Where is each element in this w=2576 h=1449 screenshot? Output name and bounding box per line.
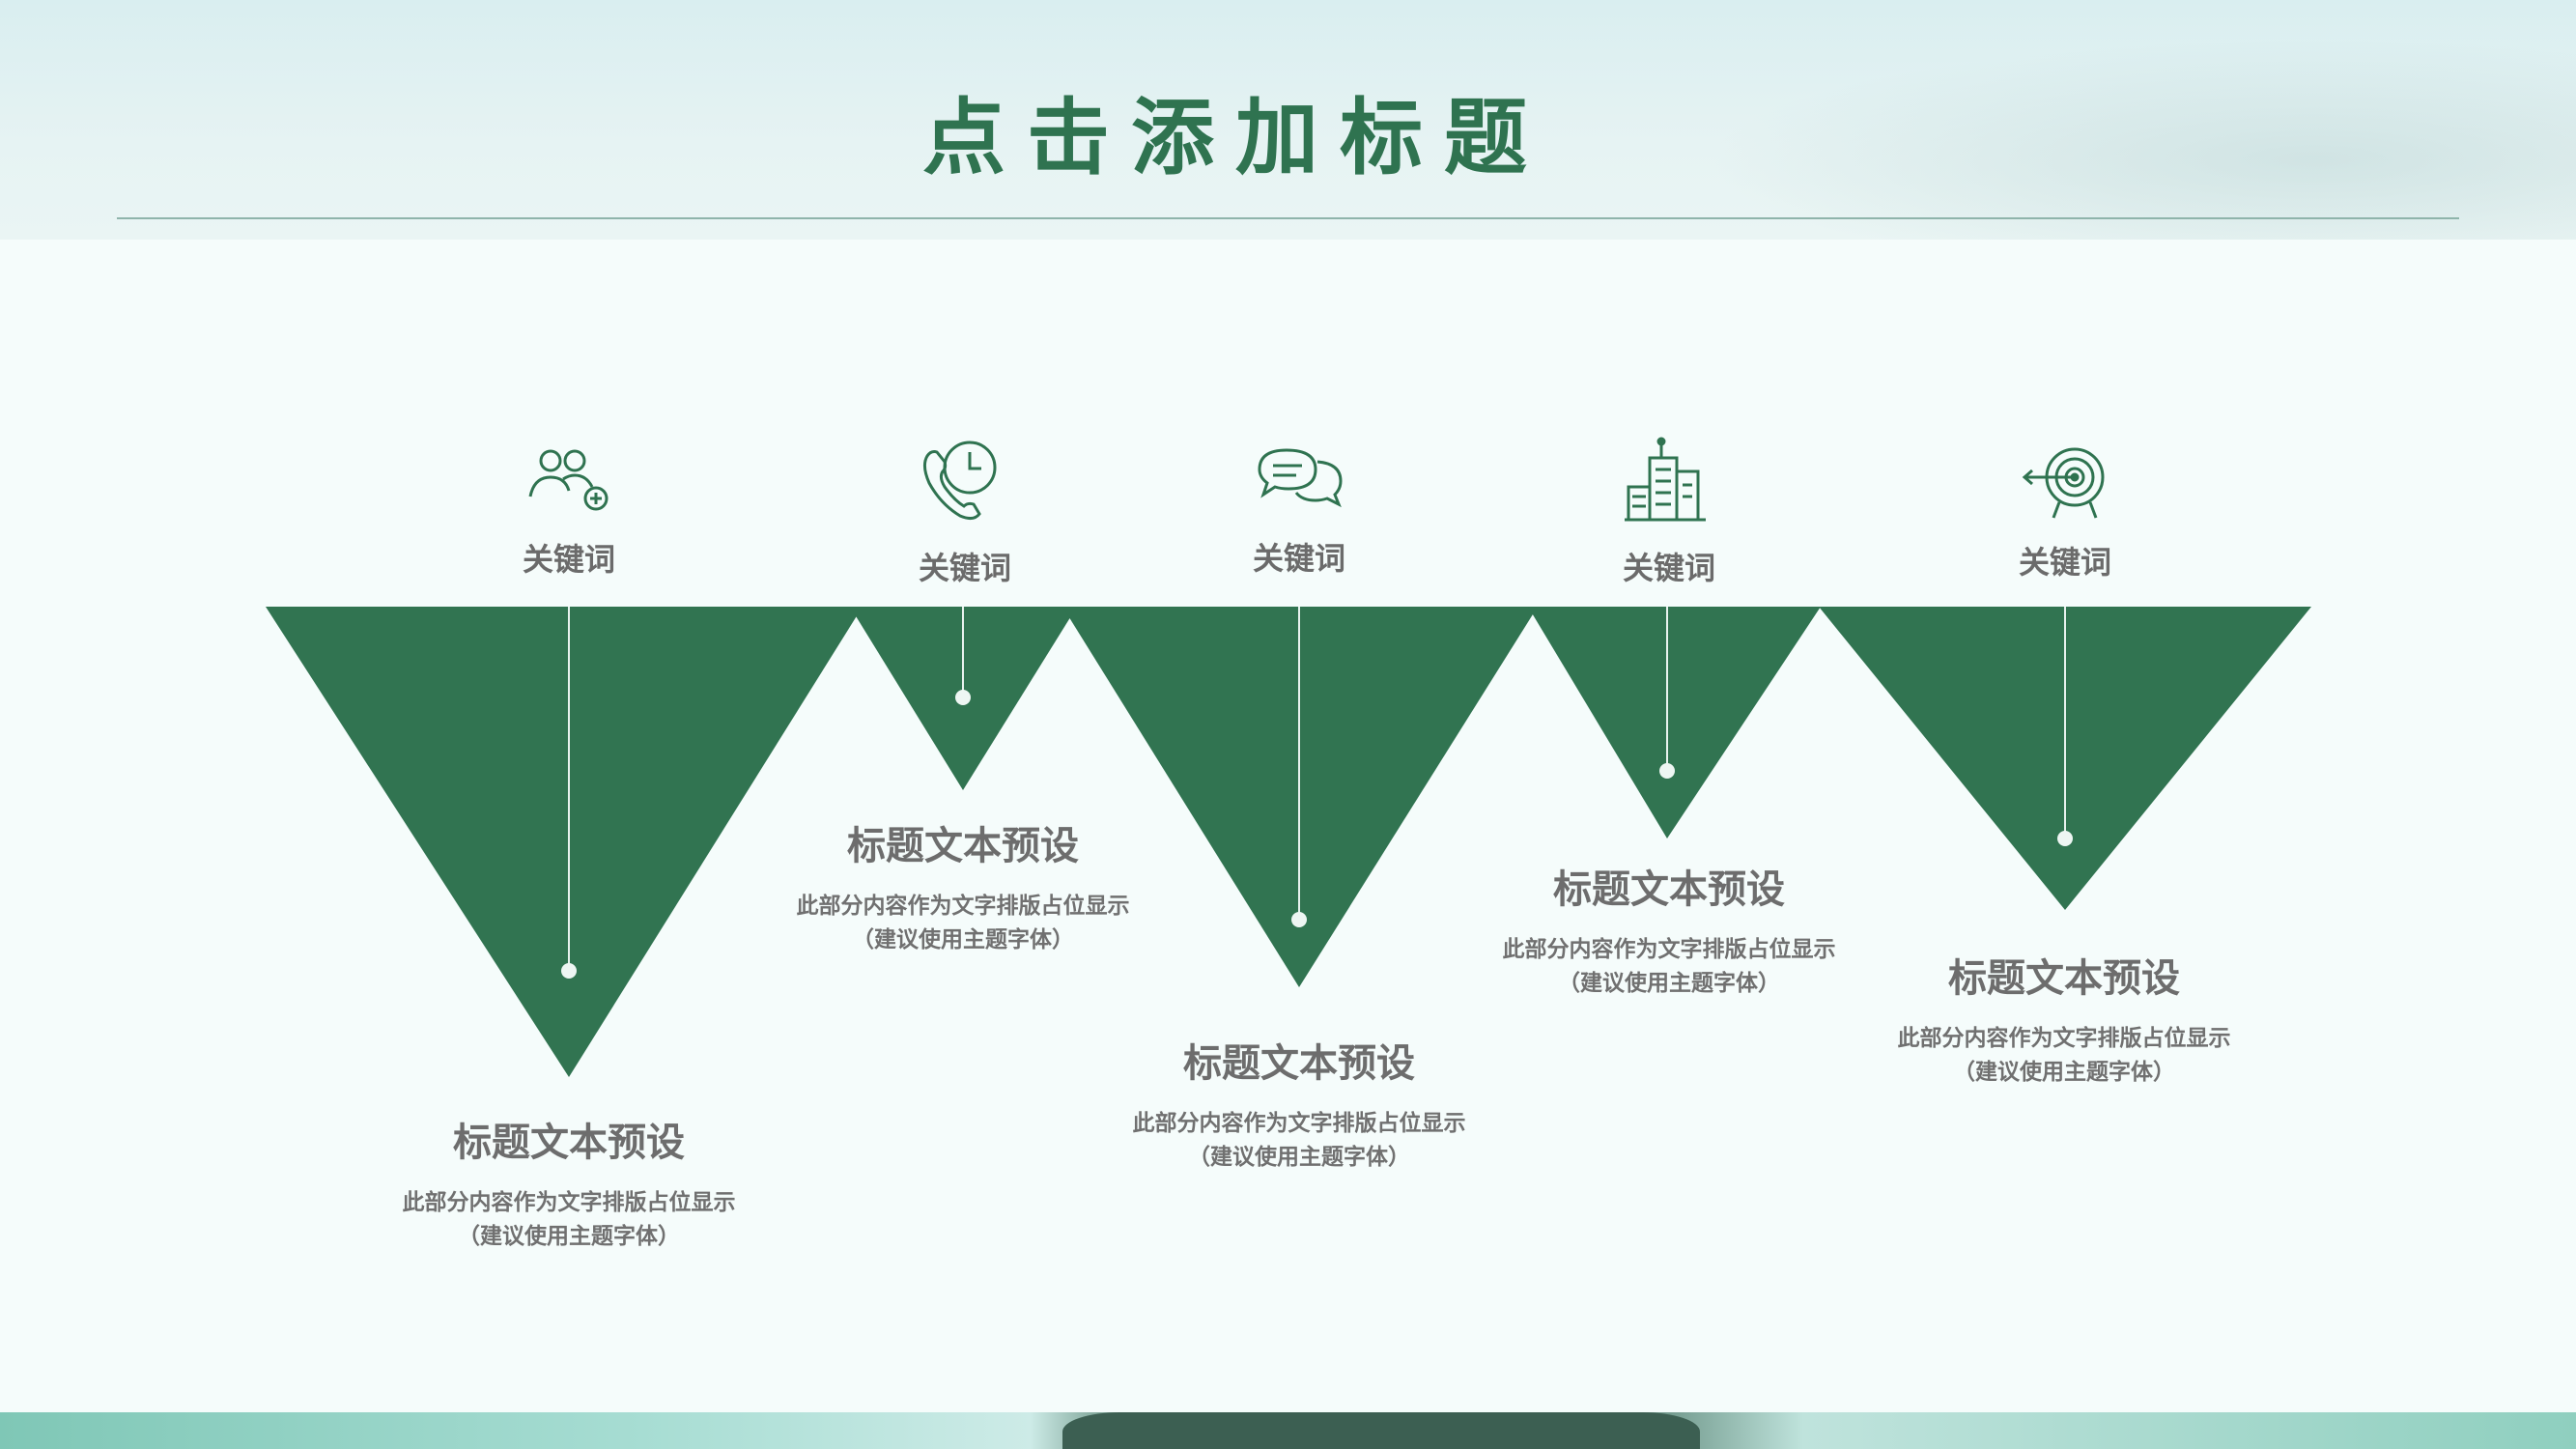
connector-dot-3 <box>1291 912 1307 927</box>
building-icon <box>1625 437 1706 522</box>
block-note-4[interactable]: （建议使用主题字体） <box>1558 971 1780 996</box>
connector-dot-1 <box>561 963 577 979</box>
triangle-4 <box>1528 607 1821 838</box>
text-block-4: 标题文本预设 此部分内容作为文字排版占位显示 （建议使用主题字体） <box>1466 858 1872 1001</box>
block-note-2[interactable]: （建议使用主题字体） <box>852 927 1074 952</box>
footer-rooftop <box>1062 1412 1700 1449</box>
text-block-5: 标题文本预设 此部分内容作为文字排版占位显示 （建议使用主题字体） <box>1861 947 2267 1090</box>
block-desc-2[interactable]: 此部分内容作为文字排版占位显示 <box>796 894 1130 919</box>
title-divider <box>117 217 2459 219</box>
add-user-icon <box>528 449 609 511</box>
keyword-label-4[interactable]: 关键词 <box>1622 550 1715 586</box>
target-icon <box>2022 447 2105 519</box>
triangle-1 <box>266 607 863 1077</box>
text-block-1: 标题文本预设 此部分内容作为文字排版占位显示 （建议使用主题字体） <box>366 1111 772 1254</box>
block-desc-3[interactable]: 此部分内容作为文字排版占位显示 <box>1132 1111 1466 1136</box>
header-mist <box>1707 39 2576 240</box>
phone-clock-icon <box>922 440 997 521</box>
block-note-3[interactable]: （建议使用主题字体） <box>1188 1145 1410 1170</box>
block-heading-1[interactable]: 标题文本预设 <box>453 1121 685 1165</box>
keyword-label-2[interactable]: 关键词 <box>918 550 1011 586</box>
connector-dot-2 <box>955 690 971 705</box>
chat-bubbles-icon <box>1258 448 1343 508</box>
keyword-label-5[interactable]: 关键词 <box>2018 544 2111 581</box>
block-desc-1[interactable]: 此部分内容作为文字排版占位显示 <box>402 1190 736 1215</box>
block-heading-4[interactable]: 标题文本预设 <box>1553 867 1785 912</box>
block-desc-4[interactable]: 此部分内容作为文字排版占位显示 <box>1502 937 1836 962</box>
keyword-label-3[interactable]: 关键词 <box>1252 540 1345 577</box>
block-heading-3[interactable]: 标题文本预设 <box>1183 1041 1415 1086</box>
text-block-3: 标题文本预设 此部分内容作为文字排版占位显示 （建议使用主题字体） <box>1096 1032 1502 1175</box>
keyword-label-1[interactable]: 关键词 <box>522 541 615 578</box>
connector-dot-5 <box>2057 831 2073 846</box>
block-heading-2[interactable]: 标题文本预设 <box>847 824 1079 868</box>
page-title[interactable]: 点击添加标题 <box>922 90 1548 186</box>
text-block-2: 标题文本预设 此部分内容作为文字排版占位显示 （建议使用主题字体） <box>760 814 1166 957</box>
block-desc-5[interactable]: 此部分内容作为文字排版占位显示 <box>1897 1026 2231 1051</box>
block-heading-5[interactable]: 标题文本预设 <box>1948 956 2180 1001</box>
block-note-1[interactable]: （建议使用主题字体） <box>458 1224 680 1249</box>
block-note-5[interactable]: （建议使用主题字体） <box>1953 1060 2175 1085</box>
connector-dot-4 <box>1659 763 1675 779</box>
